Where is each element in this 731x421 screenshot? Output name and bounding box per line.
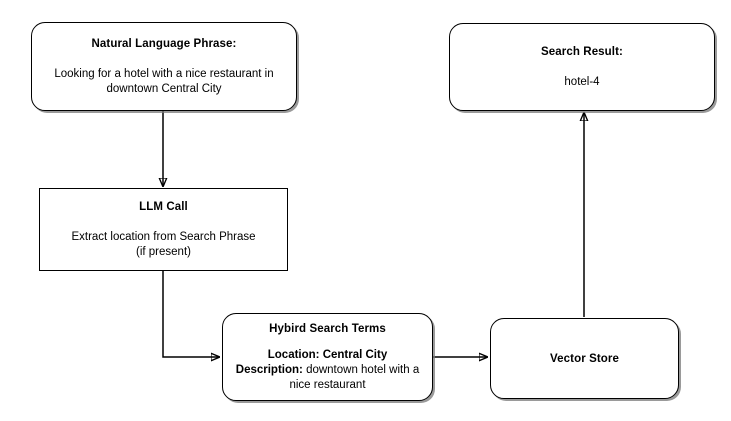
node-title: Natural Language Phrase:: [91, 38, 237, 50]
edge-llm-to-terms: [162, 271, 219, 357]
description-value: downtown hotel with a nice restaurant: [289, 363, 420, 391]
node-body-line-1: Extract location from Search Phrase: [71, 231, 256, 243]
node-title: LLM Call: [139, 201, 188, 213]
node-title: Hybird Search Terms: [269, 322, 386, 335]
node-body: Looking for a hotel with a nice restaura…: [54, 68, 274, 95]
node-location-line: Location: Central City: [268, 348, 387, 363]
node-llm-call[interactable]: LLM Call Extract location from Search Ph…: [39, 188, 288, 271]
node-vector-store[interactable]: Vector Store: [490, 318, 679, 399]
node-body-line-2: (if present): [136, 245, 191, 258]
node-title: Search Result:: [541, 45, 623, 58]
node-search-result[interactable]: Search Result: hotel-4: [449, 23, 715, 111]
location-label: Location: Central City: [267, 348, 388, 361]
node-description-line: Description: downtown hotel with a nice …: [229, 363, 426, 393]
description-label: Description:: [235, 363, 303, 376]
node-body: hotel-4: [564, 75, 600, 88]
node-hybird-search-terms[interactable]: Hybird Search Terms Location: Central Ci…: [222, 313, 433, 401]
node-title: Vector Store: [550, 352, 619, 365]
node-natural-language-phrase[interactable]: Natural Language Phrase: Looking for a h…: [31, 22, 297, 111]
